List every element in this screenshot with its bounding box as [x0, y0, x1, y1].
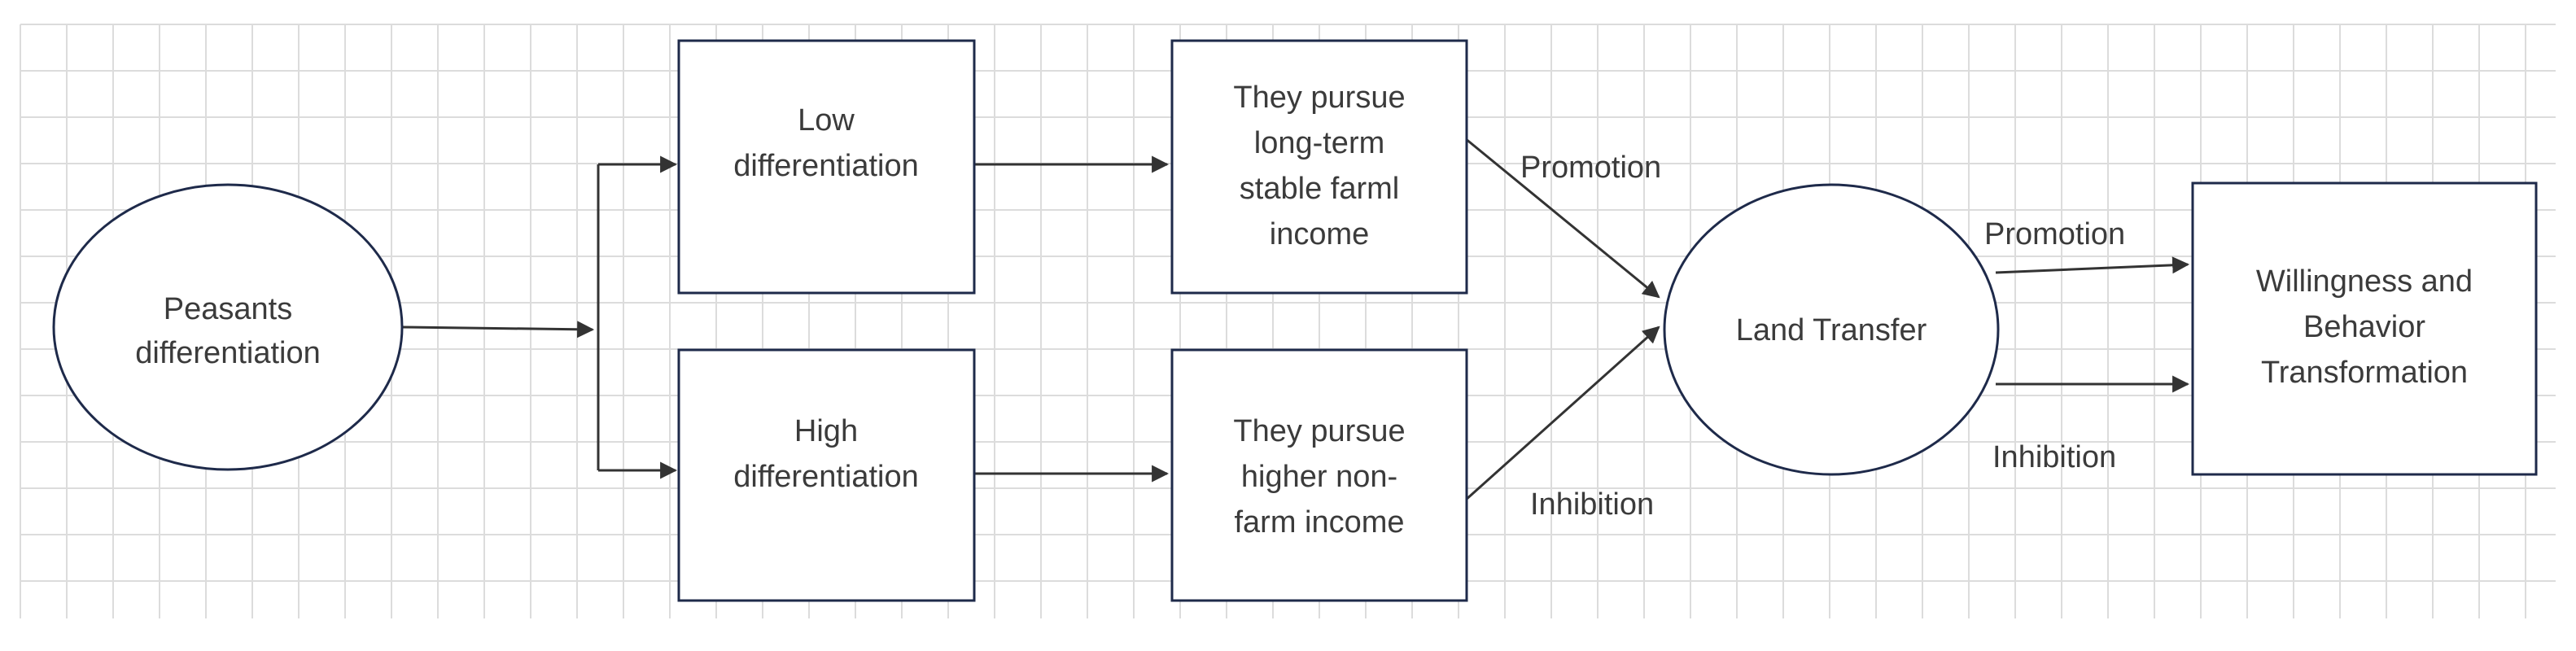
node-willingness-line-2: Behavior	[2303, 310, 2425, 344]
node-low-line-2: differentiation	[733, 149, 918, 183]
edges	[402, 137, 2190, 502]
node-non-farm-income: They pursue higher non- farm income	[1170, 348, 1468, 602]
node-long-term-income: They pursue long-term stable farml incom…	[1170, 39, 1468, 295]
node-willingness-line-1: Willingness and	[2256, 264, 2473, 299]
node-long-term-line-3: stable farml	[1240, 172, 1399, 206]
label-promotion-upper: Promotion	[1520, 151, 1661, 185]
edge-labels: Promotion Inhibition Promotion Inhibitio…	[1520, 151, 2125, 522]
node-land-transfer-label: Land Transfer	[1736, 313, 1927, 347]
node-long-term-line-1: They pursue	[1233, 81, 1405, 115]
node-long-term-line-4: income	[1270, 217, 1370, 251]
node-willingness-line-3: Transformation	[2261, 356, 2468, 390]
arrow-long-term-to-land-transfer	[1464, 137, 1660, 299]
node-peasants-line-2: differentiation	[135, 336, 320, 370]
node-peasants-differentiation: Peasants differentiation	[52, 183, 404, 471]
node-non-farm-line-3: farm income	[1234, 505, 1404, 540]
label-promotion-right: Promotion	[1984, 217, 2125, 251]
node-high-line-2: differentiation	[733, 460, 918, 494]
node-peasants-line-1: Peasants	[164, 292, 292, 326]
arrow-land-transfer-promotion	[1995, 256, 2190, 274]
node-non-farm-line-2: higher non-	[1241, 460, 1397, 494]
node-willingness-behavior: Willingness and Behavior Transformation	[2191, 181, 2538, 476]
arrow-non-farm-to-land-transfer	[1463, 326, 1660, 502]
node-low-differentiation: Low differentiation	[677, 39, 976, 295]
node-land-transfer: Land Transfer	[1663, 183, 2000, 476]
node-long-term-line-2: long-term	[1254, 126, 1385, 160]
node-low-line-1: Low	[798, 103, 855, 138]
node-high-line-1: High	[794, 414, 858, 448]
arrow-peasants-to-split	[402, 321, 595, 339]
node-high-differentiation: High differentiation	[677, 348, 976, 602]
label-inhibition-lower: Inhibition	[1530, 487, 1654, 522]
label-inhibition-right: Inhibition	[1992, 440, 2116, 474]
node-non-farm-line-1: They pursue	[1233, 414, 1405, 448]
